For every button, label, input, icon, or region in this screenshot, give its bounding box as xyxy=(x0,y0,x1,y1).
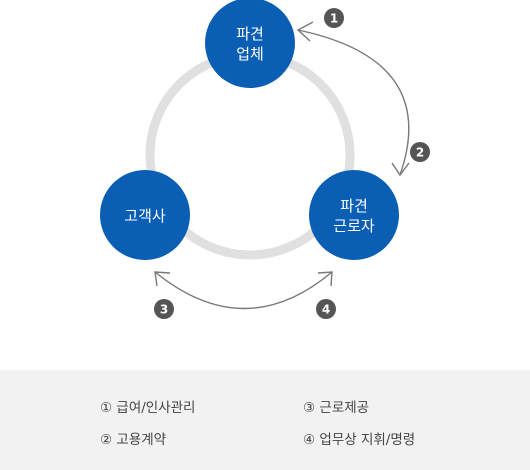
arrowhead-client xyxy=(154,271,171,287)
legend-mark-2: ② xyxy=(100,432,113,448)
arrow-client-worker xyxy=(154,271,333,310)
step-badge-2: 2 xyxy=(410,142,430,162)
legend-mark-1: ① xyxy=(100,400,113,416)
legend-item-2: ② 고용계약 xyxy=(100,428,166,448)
legend-item-3: ③ 근로제공 xyxy=(303,396,369,416)
node-client: 고객사 xyxy=(100,170,190,260)
legend-text-3: 근로제공 xyxy=(319,400,370,416)
svg-text:1: 1 xyxy=(330,12,338,26)
node-worker-line2: 근로자 xyxy=(333,217,375,235)
step-badge-4: 4 xyxy=(316,299,336,319)
arrowhead-worker xyxy=(391,162,410,177)
legend-text-4: 업무상 지휘/명령 xyxy=(319,432,416,448)
node-dispatch-company-line1: 파견 xyxy=(236,25,264,43)
arrow-company-worker xyxy=(297,29,410,176)
legend-item-1: ① 급여/인사관리 xyxy=(100,396,195,416)
legend-mark-3: ③ xyxy=(303,400,316,416)
svg-text:2: 2 xyxy=(416,146,424,160)
step-badge-1: 1 xyxy=(324,8,344,28)
legend-item-4: ④ 업무상 지휘/명령 xyxy=(303,428,415,448)
legend-text-1: 급여/인사관리 xyxy=(116,400,196,416)
legend-text-2: 고용계약 xyxy=(116,432,167,448)
node-dispatch-company-line2: 업체 xyxy=(236,45,264,63)
relationship-diagram: 파견 업체 고객사 파견 근로자 1 2 3 4 xyxy=(100,0,430,319)
node-dispatch-company: 파견 업체 xyxy=(205,0,295,88)
legend-mark-4: ④ xyxy=(303,432,316,448)
node-worker-line1: 파견 xyxy=(340,197,368,215)
node-dispatched-worker: 파견 근로자 xyxy=(309,170,399,260)
arrowhead-worker-bottom xyxy=(317,271,333,287)
svg-text:3: 3 xyxy=(160,303,168,317)
node-client-label: 고객사 xyxy=(124,207,166,225)
step-badge-3: 3 xyxy=(154,299,174,319)
legend-panel: ① 급여/인사관리 ② 고용계약 ③ 근로제공 ④ 업무상 지휘/명령 xyxy=(0,370,530,470)
svg-text:4: 4 xyxy=(322,303,330,317)
arrowhead-company xyxy=(296,21,314,42)
